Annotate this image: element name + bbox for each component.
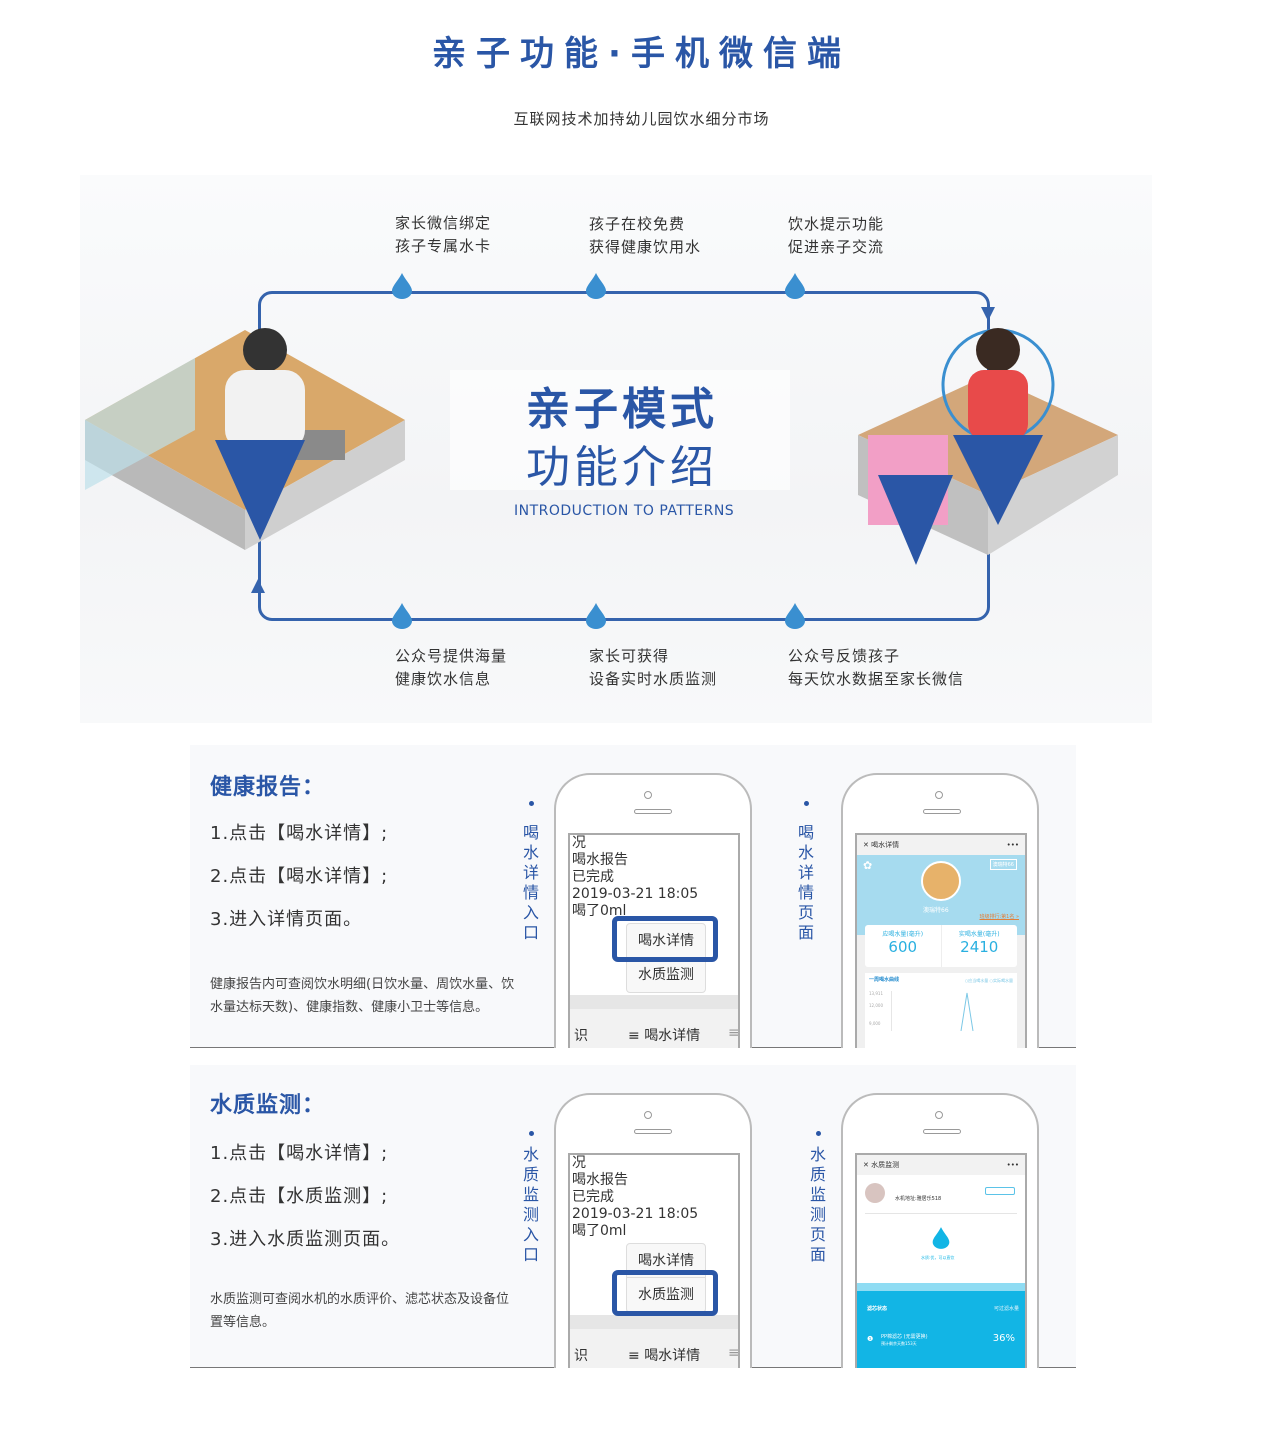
page-subtitle: 互联网技术加持幼儿园饮水细分市场	[513, 110, 770, 128]
more-icon[interactable]: •••	[1006, 841, 1019, 849]
parent-child-diagram: 家长微信绑定孩子专属水卡 孩子在校免费获得健康饮用水 饮水提示功能促进亲子交流 …	[80, 175, 1152, 723]
health-report-section: 健康报告： 1.点击【喝水详情】; 2.点击【喝水详情】; 3.进入详情页面。 …	[190, 745, 1076, 1048]
section-heading: 健康报告：	[210, 775, 326, 800]
page-label: 水质监测页面	[809, 1145, 826, 1264]
bullet-dot	[529, 1131, 534, 1136]
step: 3.进入详情页面。	[210, 909, 363, 930]
close-icon[interactable]: ✕	[863, 841, 872, 849]
section-heading: 水质监测：	[210, 1093, 326, 1118]
tab-item[interactable]: 识	[574, 1348, 588, 1364]
popup-drink-detail[interactable]: 喝水详情	[627, 1244, 705, 1278]
filter-panel: 滤芯状态 可过滤水量 ❶ PP棉滤芯 (无需更换) 预计剩余天数153天 36%	[857, 1283, 1025, 1368]
step: 1.点击【喝水详情】;	[210, 823, 389, 844]
user-name: 澳瑞特66	[923, 907, 949, 914]
line-chart	[891, 991, 974, 1031]
step: 1.点击【喝水详情】;	[210, 1143, 389, 1164]
gear-icon[interactable]: ✿	[863, 859, 873, 872]
speaker-icon	[923, 809, 961, 814]
water-drop-icon	[586, 603, 606, 629]
nav-bar: ✕ 喝水详情•••	[857, 835, 1025, 855]
child-room-illustration	[858, 328, 1118, 565]
phone-water-quality-mockup: ✕ 水质监测••• 水机地址:雅居乐518 水质:优，可以直饮 滤芯状态 可过滤…	[841, 1093, 1039, 1368]
actual-drink-value: 2410	[960, 938, 999, 956]
center-title-bold: 亲子模式	[526, 384, 718, 435]
step: 2.点击【喝水详情】;	[210, 866, 389, 887]
tab-drink-detail[interactable]: ≡ 喝水详情	[628, 1348, 701, 1364]
weekly-chart: 一周喝水曲线 ○应当喝水量 ○实际喝水量 13,911 12,000 9,000	[865, 973, 1017, 1048]
camera-icon	[644, 1111, 652, 1119]
section-description: 水质监测可查阅水机的水质评价、滤芯状态及设备位置等信息。	[210, 1292, 510, 1330]
close-icon[interactable]: ✕	[863, 1161, 872, 1169]
water-stats: 应喝水量(毫升)600 实喝水量(毫升)2410	[865, 925, 1017, 967]
filter-number-icon: ❶	[867, 1335, 874, 1343]
feature-bottom-2: 家长可获得设备实时水质监测	[589, 647, 718, 688]
water-drop-icon	[932, 1227, 950, 1249]
avatar	[865, 1183, 885, 1203]
section-description: 健康报告内可查阅饮水明细(日饮水量、周饮水量、饮水量达标天数)、健康指数、健康小…	[210, 977, 515, 1015]
tab-drink-detail[interactable]: ≡ 喝水详情	[628, 1028, 701, 1044]
center-title: 功能介绍	[526, 442, 718, 493]
camera-icon	[935, 1111, 943, 1119]
water-drop-icon	[785, 603, 805, 629]
bullet-dot	[804, 801, 809, 806]
rank-link[interactable]: 班级排行:第1名 »	[979, 914, 1019, 920]
nav-bar: ✕ 水质监测•••	[857, 1155, 1025, 1175]
camera-icon	[935, 791, 943, 799]
speaker-icon	[634, 1129, 672, 1134]
avatar	[921, 861, 961, 901]
water-drop-icon	[586, 273, 606, 299]
menu-icon: ≡	[728, 1025, 740, 1041]
popup-water-quality[interactable]: 水质监测	[638, 967, 694, 983]
page-label: 喝水详情页面	[797, 823, 814, 942]
feature-bottom-3: 公众号反馈孩子每天饮水数据至家长微信	[788, 647, 965, 688]
feature-bottom-1: 公众号提供海量健康饮水信息	[395, 647, 508, 688]
tab-bar: 识 ≡ 喝水详情 ≡	[570, 1315, 740, 1368]
status-button[interactable]	[985, 1187, 1015, 1195]
feature-top-3: 饮水提示功能促进亲子交流	[788, 215, 885, 256]
water-drop-icon	[392, 273, 412, 299]
profile-header: ✿ 澳瑞特66 澳瑞特66 班级排行:第1名 »	[857, 855, 1025, 935]
parent-room-illustration	[85, 328, 405, 550]
tab-bar: 识 ≡ 喝水详情 ≡	[570, 995, 740, 1048]
bullet-dot	[816, 1131, 821, 1136]
water-drop-icon	[392, 603, 412, 629]
step: 2.点击【水质监测】;	[210, 1186, 389, 1207]
center-backdrop	[450, 370, 790, 490]
menu-icon: ≡	[728, 1345, 740, 1361]
more-icon[interactable]: •••	[1006, 1161, 1019, 1169]
should-drink-value: 600	[888, 938, 918, 956]
step: 3.进入水质监测页面。	[210, 1229, 401, 1250]
highlight-box	[612, 1270, 718, 1316]
phone-drink-detail-mockup: ✕ 喝水详情••• ✿ 澳瑞特66 澳瑞特66 班级排行:第1名 » 应喝水量(…	[841, 773, 1039, 1048]
water-drop-icon	[785, 273, 805, 299]
center-subtitle: INTRODUCTION TO PATTERNS	[514, 503, 735, 519]
entry-label: 水质监测入口	[522, 1145, 539, 1264]
tab-item[interactable]: 识	[574, 1028, 588, 1044]
popup-water-quality[interactable]: 水质监测	[638, 1287, 694, 1303]
speaker-icon	[634, 809, 672, 814]
arrow-down-icon	[981, 307, 995, 321]
filter-percent: 36%	[992, 1333, 1015, 1344]
popup-menu: 喝水详情 水质监测	[626, 1243, 706, 1313]
divider	[865, 1213, 1017, 1214]
badge: 澳瑞特66	[989, 859, 1017, 870]
arrow-up-icon	[251, 579, 265, 593]
entry-label: 喝水详情入口	[522, 823, 539, 942]
speaker-icon	[923, 1129, 961, 1134]
quality-text: 水质:优，可以直饮	[921, 1255, 955, 1260]
feature-top-2: 孩子在校免费获得健康饮用水	[589, 215, 702, 256]
bullet-dot	[529, 801, 534, 806]
water-quality-section: 水质监测： 1.点击【喝水详情】; 2.点击【水质监测】; 3.进入水质监测页面…	[190, 1065, 1076, 1368]
highlight-box	[612, 916, 718, 962]
camera-icon	[644, 791, 652, 799]
feature-top-1: 家长微信绑定孩子专属水卡	[395, 214, 492, 255]
machine-address: 水机地址:雅居乐518	[895, 1196, 942, 1202]
page-title: 亲子功能·手机微信端	[432, 34, 851, 74]
